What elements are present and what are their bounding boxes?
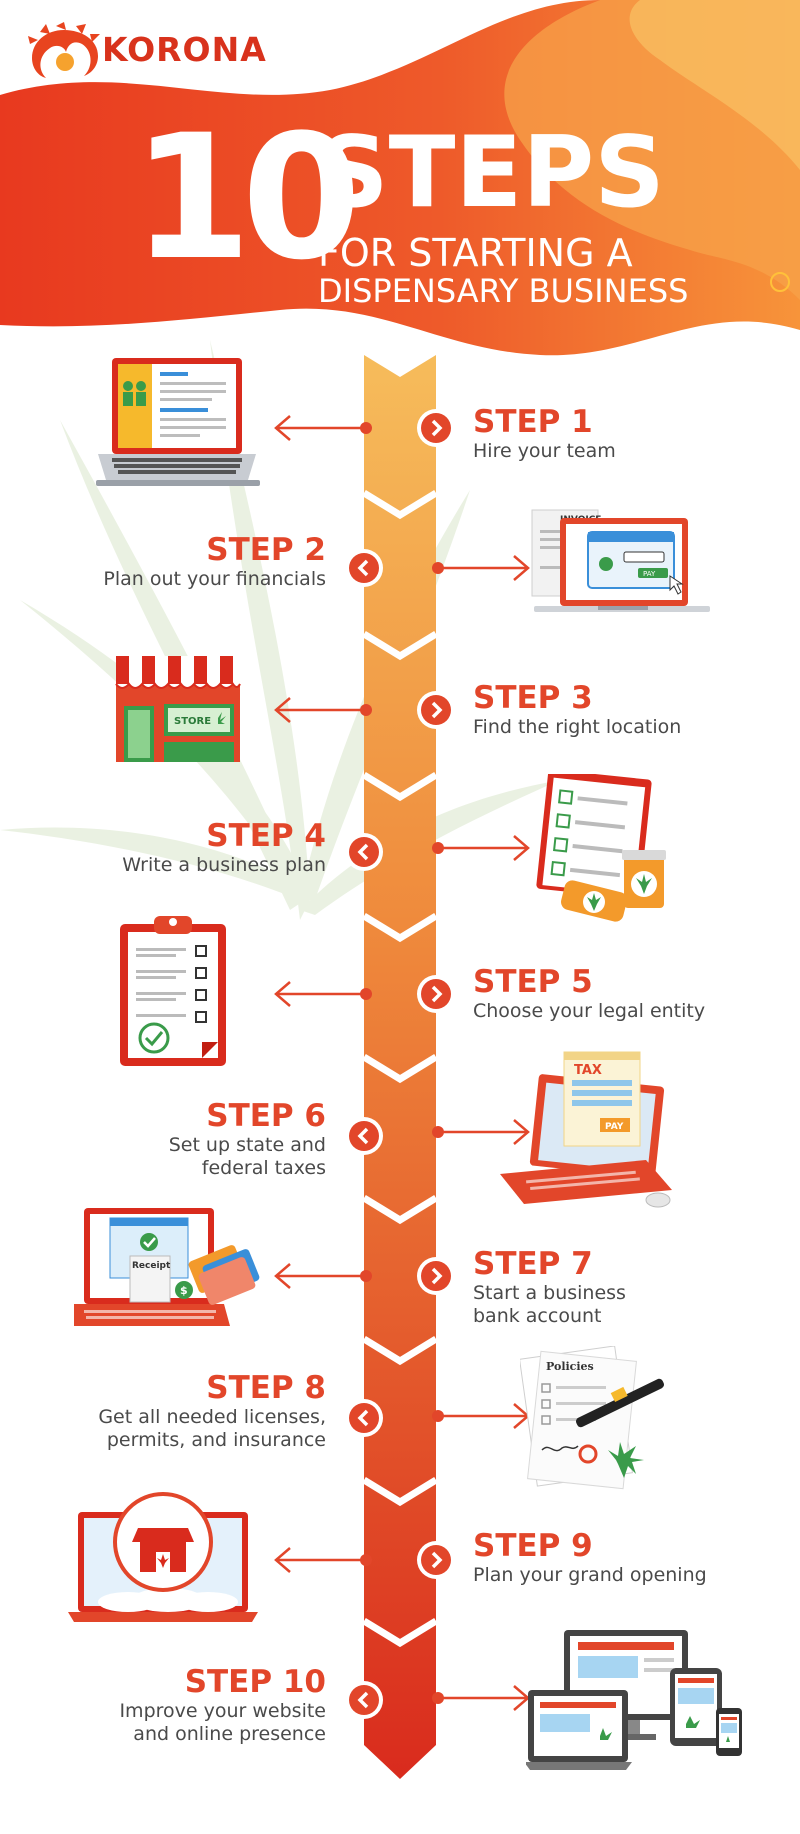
store-text: STORE <box>174 716 211 727</box>
step-title: STEP 6 <box>206 1098 326 1134</box>
step-title: STEP 2 <box>206 532 326 568</box>
step5-chevron-right-icon <box>417 975 455 1013</box>
step-title: STEP 10 <box>184 1664 326 1700</box>
step-title: STEP 1 <box>473 404 593 440</box>
header-line1: FOR STARTING A <box>318 231 633 275</box>
receipt-text: Receipt <box>132 1261 171 1271</box>
step-title: STEP 4 <box>206 818 326 854</box>
step-desc: federal taxes <box>201 1157 326 1179</box>
step-desc: Write a business plan <box>122 854 326 876</box>
pay-text-2: PAY <box>605 1122 624 1132</box>
step-8: STEP 8 Get all needed licenses, permits,… <box>20 1370 326 1452</box>
step-desc: Set up state and <box>168 1134 326 1156</box>
policies-text: Policies <box>546 1360 594 1373</box>
online-store-icon <box>68 1492 258 1622</box>
step-5: STEP 5 Choose your legal entity <box>473 964 783 1023</box>
invoice-payment-icon: INVOICE PAY <box>531 509 710 612</box>
tax-text: TAX <box>574 1063 602 1078</box>
step-desc: Plan out your financials <box>103 568 326 590</box>
step-desc: Get all needed licenses, <box>98 1406 326 1428</box>
header-banner <box>0 0 800 356</box>
policies-pen-icon: Policies <box>520 1346 664 1490</box>
tax-laptop-icon: TAX PAY <box>500 1051 672 1208</box>
step-7: STEP 7 Start a business bank account <box>473 1246 773 1328</box>
step-desc: Hire your team <box>473 440 616 462</box>
storefront-icon: STORE <box>115 656 241 762</box>
step2-chevron-left-icon <box>345 549 383 587</box>
header-line2: DISPENSARY BUSINESS <box>318 272 689 310</box>
step-1: STEP 1 Hire your team <box>473 404 773 463</box>
step3-chevron-right-icon <box>417 691 455 729</box>
step-4: STEP 4 Write a business plan <box>20 818 326 877</box>
step1-chevron-right-icon <box>417 409 455 447</box>
step10-chevron-left-icon <box>345 1681 383 1719</box>
step8-chevron-left-icon <box>345 1399 383 1437</box>
clipboard-icon <box>120 916 226 1066</box>
step-9: STEP 9 Plan your grand opening <box>473 1528 783 1587</box>
laptop-team-icon <box>96 358 260 486</box>
step-desc: permits, and insurance <box>106 1429 326 1451</box>
step-title: STEP 5 <box>473 964 593 1000</box>
step-title: STEP 7 <box>473 1246 593 1282</box>
checklist-jars-icon <box>536 774 666 922</box>
multi-device-icon <box>526 1630 742 1770</box>
korona-logo-icon <box>28 22 100 78</box>
header-word: STEPS <box>318 116 665 230</box>
step-desc: Improve your website <box>119 1700 326 1722</box>
pay-text-1: PAY <box>643 570 656 578</box>
step-title: STEP 8 <box>206 1370 326 1406</box>
step-title: STEP 3 <box>473 680 593 716</box>
step7-chevron-right-icon <box>417 1257 455 1295</box>
step-desc: Plan your grand opening <box>473 1564 707 1586</box>
receipt-cards-icon: Receipt $ <box>74 1208 260 1326</box>
step-6: STEP 6 Set up state and federal taxes <box>20 1098 326 1180</box>
step-title: STEP 9 <box>473 1528 593 1564</box>
step-desc: Start a business <box>473 1282 626 1304</box>
step-desc: and online presence <box>133 1723 326 1745</box>
step9-chevron-right-icon <box>417 1541 455 1579</box>
svg-text:$: $ <box>180 1284 188 1297</box>
step4-chevron-left-icon <box>345 833 383 871</box>
brand-name: KORONA <box>102 30 267 69</box>
step6-chevron-left-icon <box>345 1117 383 1155</box>
step-10: STEP 10 Improve your website and online … <box>20 1664 326 1746</box>
step-desc: Find the right location <box>473 716 682 738</box>
header-number: 10 <box>132 97 361 298</box>
step-desc: Choose your legal entity <box>473 1000 706 1022</box>
step-3: STEP 3 Find the right location <box>473 680 773 739</box>
step-desc: bank account <box>473 1305 602 1327</box>
step-2: STEP 2 Plan out your financials <box>20 532 326 591</box>
